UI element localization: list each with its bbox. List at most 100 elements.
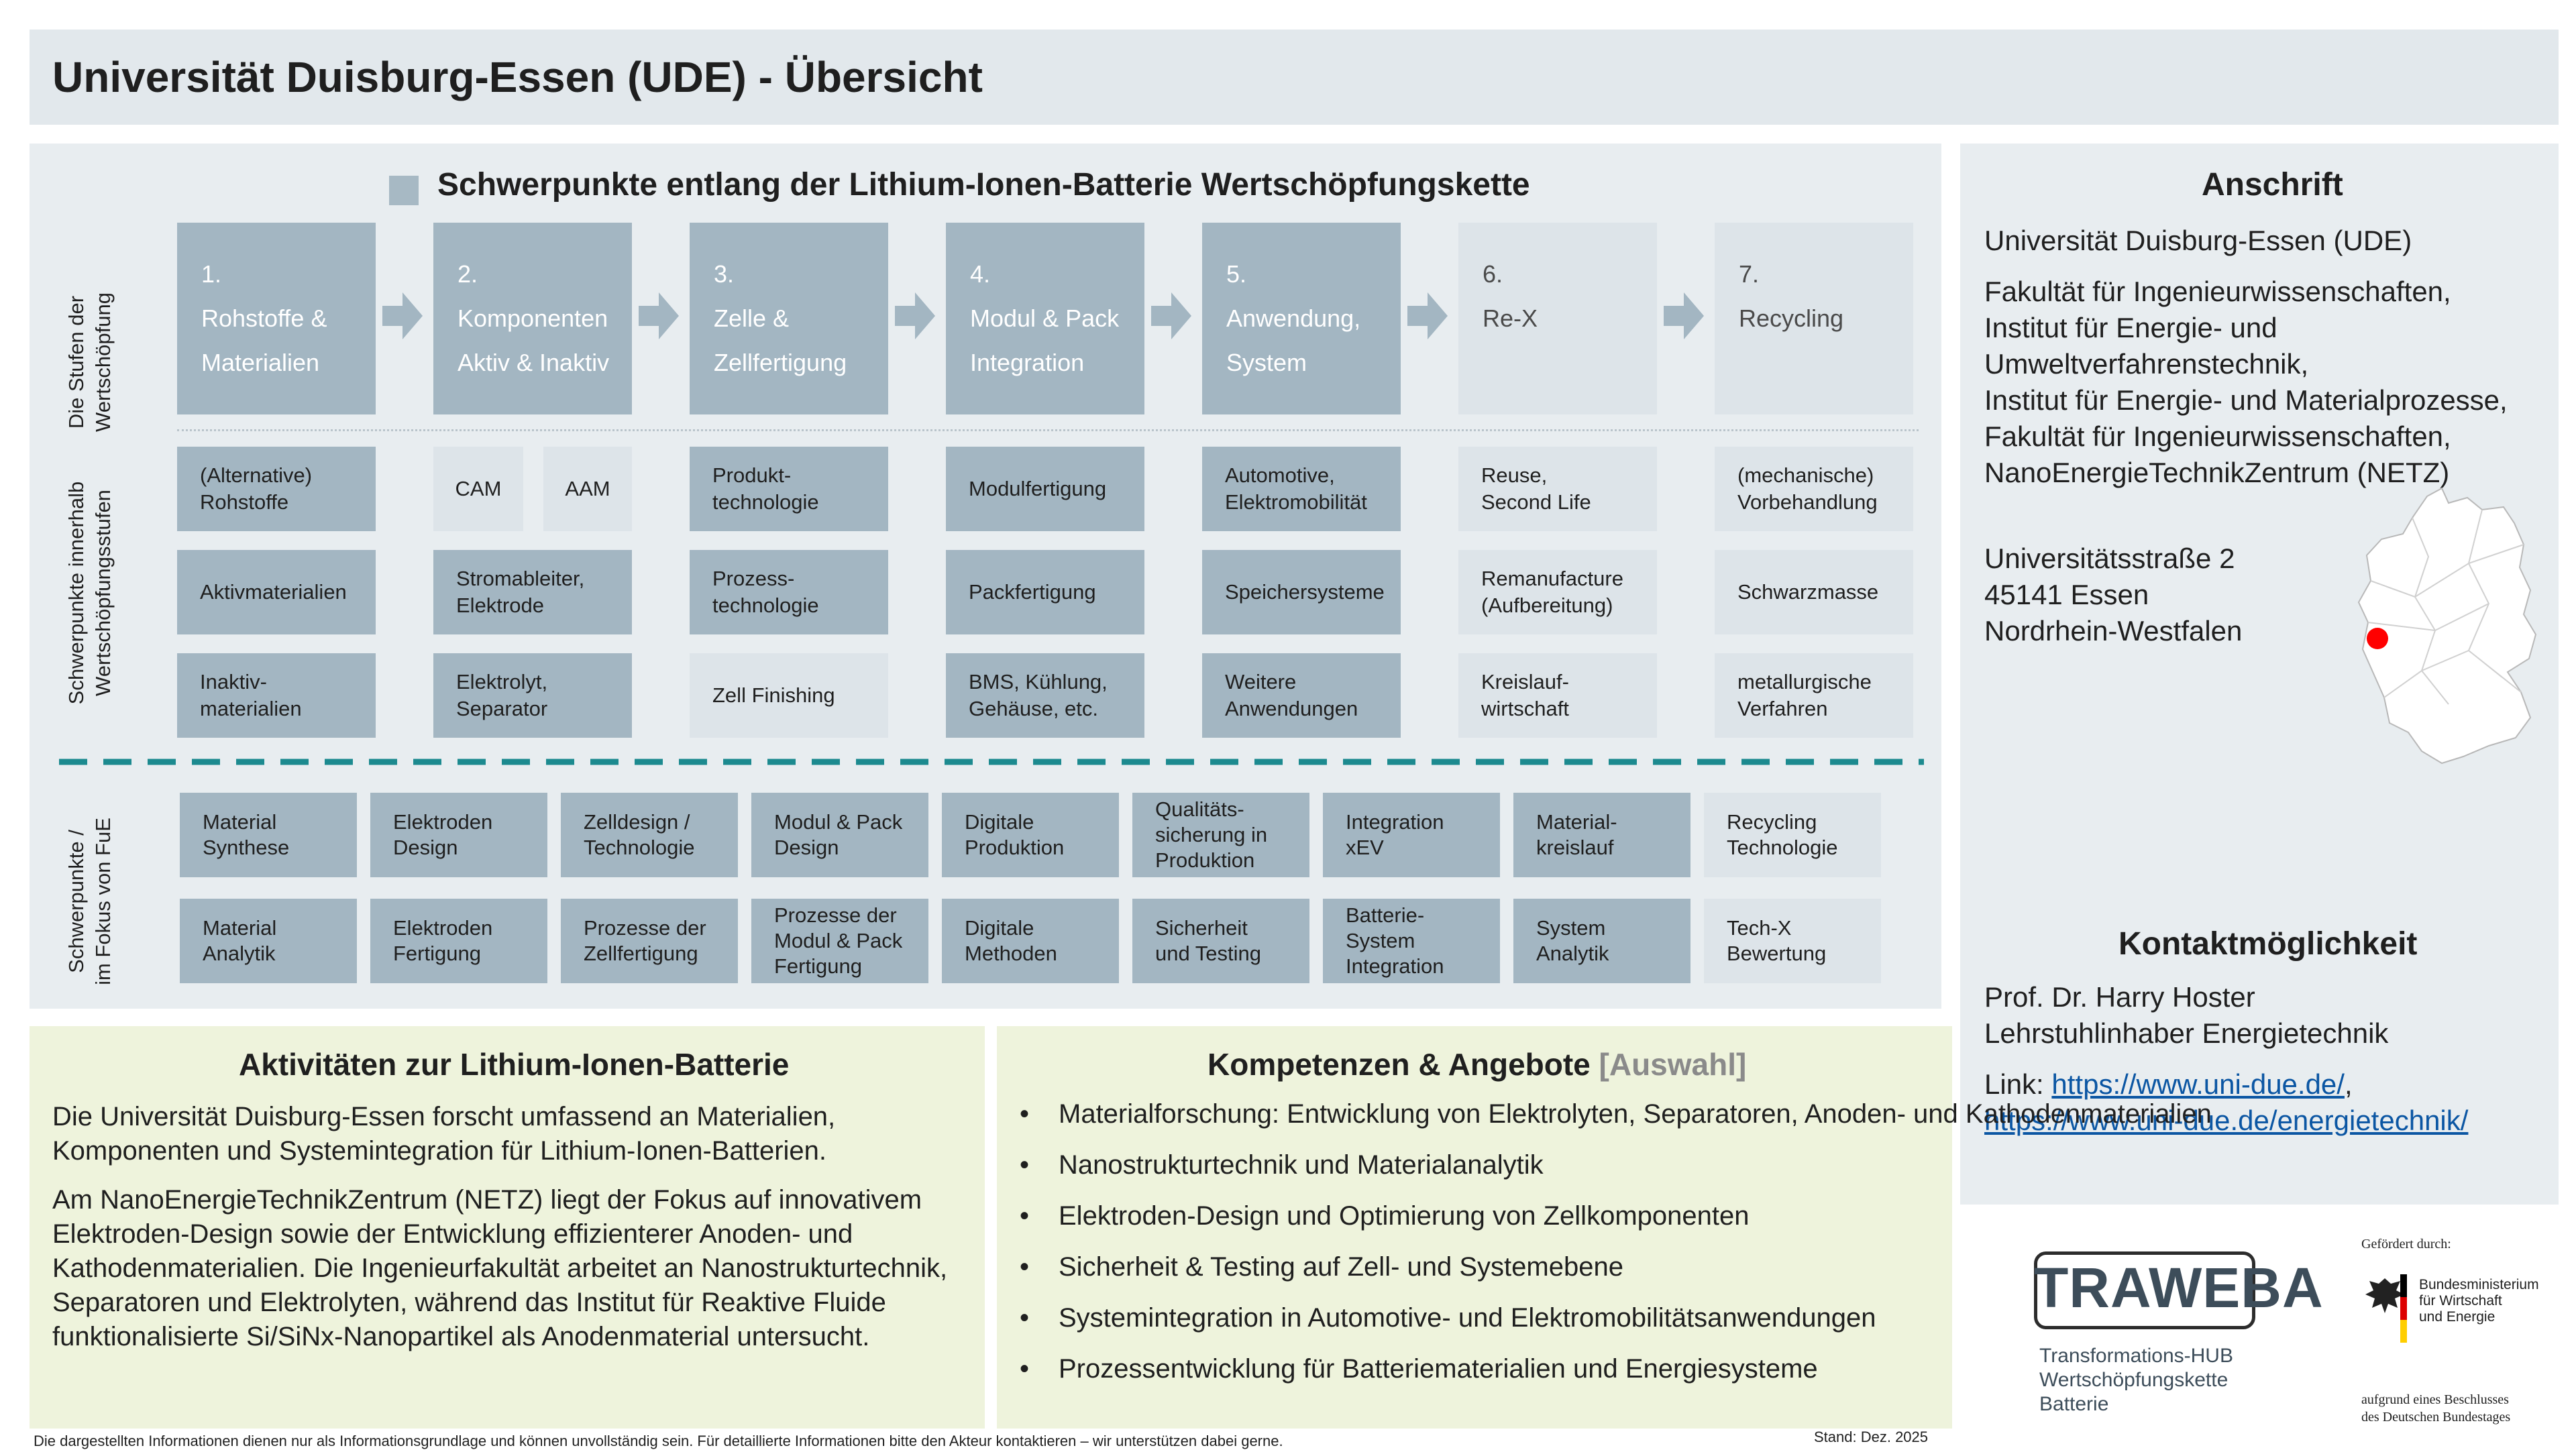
stage-focus-line: Anwendungen <box>1225 697 1358 720</box>
rnd-focus-line: Elektroden <box>393 916 493 940</box>
competence-text: Prozessentwicklung für Batteriemateriali… <box>1059 1354 1818 1384</box>
rnd-focus-line: Modul & Pack <box>774 929 903 952</box>
rnd-focus-line: Integration <box>1346 810 1444 834</box>
stage-focus-line: Aktivmaterialien <box>200 580 347 604</box>
germany-map-icon <box>2357 487 2537 765</box>
side-label-stages: Die Stufen der Wertschöpfung <box>64 292 115 432</box>
stage-focus-cell: (mechanische)Vorbehandlung <box>1715 447 1913 531</box>
rnd-focus-line: sicherung in <box>1155 823 1268 846</box>
rnd-focus-cell: Zelldesign /Technologie <box>561 793 738 877</box>
competence-text: Elektroden-Design und Optimierung von Ze… <box>1059 1201 1750 1231</box>
competences-title: Kompetenzen & Angebote [Auswahl] <box>1208 1047 1747 1082</box>
rnd-focus-line: Methoden <box>965 942 1057 965</box>
stage-focus-line: Stromableiter, <box>456 567 585 590</box>
stage-focus-line: (Aufbereitung) <box>1481 594 1613 617</box>
disclaimer: Die dargestellten Informationen dienen n… <box>34 1433 1283 1449</box>
stage-focus-cell: Kreislauf-wirtschaft <box>1458 653 1657 738</box>
stage-line2: Aktiv & Inaktiv <box>458 349 610 376</box>
stage-focus-text: Schwarzmasse <box>1737 579 1878 606</box>
rnd-focus-line: Technologie <box>1727 836 1838 859</box>
rnd-focus-line: Modul & Pack <box>774 810 903 834</box>
activities-paragraph-2: Am NanoEnergieTechnikZentrum (NETZ) lieg… <box>52 1185 948 1351</box>
rnd-focus-line: Synthese <box>203 836 290 859</box>
stage-focus-cell: Zell Finishing <box>690 653 888 738</box>
value-chain-heading: Schwerpunkte entlang der Lithium-Ionen-B… <box>437 167 1530 203</box>
stage-focus-text: CAM <box>455 476 502 502</box>
stage-line1: Rohstoffe & <box>201 304 327 332</box>
rnd-focus-line: Integration <box>1346 954 1444 978</box>
funded-by-label: Gefördert durch: <box>2361 1237 2451 1251</box>
stage-line2: Zellfertigung <box>714 349 847 376</box>
competence-item: •Nanostrukturtechnik und Materialanalyti… <box>1020 1148 2212 1182</box>
competence-text: Systemintegration in Automotive- und Ele… <box>1059 1303 1876 1333</box>
stage-focus-text: Remanufacture(Aufbereitung) <box>1481 565 1623 619</box>
stage-box-5: 5.Anwendung,System <box>1202 223 1401 414</box>
rnd-focus-cell: Material-kreislauf <box>1513 793 1690 877</box>
energietechnik-link[interactable]: https://www.uni-due.de/energietechnik/ <box>1984 1105 2469 1136</box>
rnd-focus-line: Zelldesign / <box>584 810 690 834</box>
stage-line2 <box>1739 341 1892 385</box>
bullet-icon: • <box>1020 1099 1030 1129</box>
stage-focus-cell: Prozess-technologie <box>690 550 888 634</box>
stage-focus-cell: CAM <box>433 447 523 531</box>
rnd-focus-line: kreislauf <box>1536 836 1614 859</box>
stage-focus-line: technologie <box>712 594 819 617</box>
stage-line1: Zelle & <box>714 304 790 332</box>
ministry-name: Bundesministerium für Wirtschaft und Ene… <box>2419 1277 2539 1325</box>
competence-text: Nanostrukturtechnik und Materialanalytik <box>1059 1150 1544 1180</box>
bullet-icon: • <box>1020 1354 1030 1384</box>
rnd-focus-line: Prozesse der <box>774 903 897 927</box>
stage-focus-text: Modulfertigung <box>969 476 1106 502</box>
stage-focus-text: Prozess-technologie <box>712 565 819 619</box>
rnd-focus-line: und Testing <box>1155 942 1261 965</box>
chevron-arrow-icon <box>1664 292 1704 339</box>
website-link[interactable]: https://www.uni-due.de/ <box>2051 1068 2345 1100</box>
rnd-focus-line: Analytik <box>203 942 276 965</box>
stage-separator <box>177 429 1919 431</box>
stage-line1: Komponenten <box>458 304 608 332</box>
stage-line2: System <box>1226 349 1307 376</box>
chevron-arrow-icon <box>1151 292 1191 339</box>
address-heading: Anschrift <box>2202 167 2343 203</box>
stage-focus-line: AAM <box>565 477 610 500</box>
stage-focus-cell: Aktivmaterialien <box>177 550 376 634</box>
stage-focus-cell: AAM <box>543 447 632 531</box>
competence-item: • Prozessentwicklung für Batteriematerial… <box>1020 1352 2212 1386</box>
rnd-focus-line: Prozesse der <box>584 916 706 940</box>
rnd-focus-line: Elektroden <box>393 810 493 834</box>
stage-num: 7. <box>1739 260 1760 288</box>
rnd-focus-line: Technologie <box>584 836 695 859</box>
traweba-wordmark: TRAWEBA <box>2034 1256 2324 1319</box>
rnd-focus-line: Digitale <box>965 916 1034 940</box>
rnd-focus-line: Material- <box>1536 810 1617 834</box>
rnd-focus-line: Produktion <box>1155 848 1255 872</box>
stage-focus-cell: (Alternative)Rohstoffe <box>177 447 376 531</box>
chevron-arrow-icon <box>639 292 679 339</box>
competences-panel <box>997 1026 1952 1429</box>
rnd-focus-line: System <box>1536 916 1606 940</box>
postal-address: Universitätsstraße 2 45141 Essen Nordrhe… <box>1984 543 2243 647</box>
rnd-focus-line: Qualitäts- <box>1155 797 1244 821</box>
bullet-icon: • <box>1020 1201 1030 1231</box>
stage-focus-line: wirtschaft <box>1481 697 1569 720</box>
